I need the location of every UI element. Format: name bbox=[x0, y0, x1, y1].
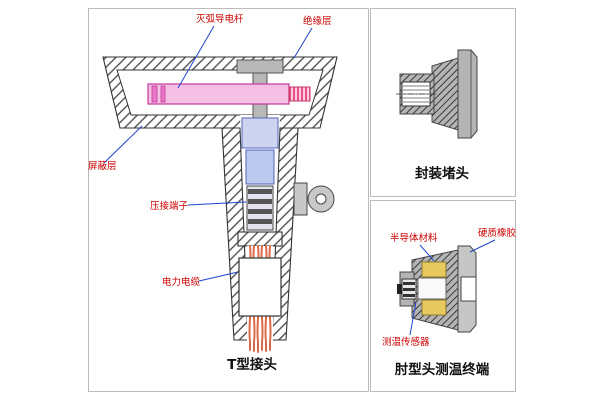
label-power-cable: 电力电缆 bbox=[162, 276, 201, 288]
t-joint-drawing bbox=[102, 56, 338, 353]
leader-crimp bbox=[187, 201, 247, 206]
label-insulation: 绝缘层 bbox=[303, 15, 332, 27]
label-arc-rod: 灭弧导电杆 bbox=[196, 13, 244, 25]
rod-end-mark bbox=[151, 85, 158, 103]
leader-insulation bbox=[293, 27, 313, 59]
top-plug-bar bbox=[236, 59, 284, 74]
t-joint-leaders bbox=[103, 25, 313, 282]
plug-flange bbox=[457, 49, 478, 139]
panel-border bbox=[370, 200, 516, 392]
conductive-rod bbox=[147, 83, 290, 105]
fitting-lower bbox=[245, 149, 275, 185]
label-temp-sensor: 测温传感器 bbox=[382, 336, 430, 348]
plug-caption: 封装堵头 bbox=[415, 165, 469, 182]
plug-thread-hole bbox=[396, 81, 438, 107]
semiconductor-block-top bbox=[421, 261, 447, 278]
elbow-drawing bbox=[397, 245, 477, 333]
label-shield: 屏蔽层 bbox=[88, 160, 117, 172]
leader-shield bbox=[103, 125, 143, 164]
elbow-cavity bbox=[417, 277, 447, 300]
elbow-caption: 肘型头测温终端 bbox=[395, 361, 490, 378]
panel-border bbox=[88, 8, 369, 392]
elbow-leaders bbox=[409, 239, 496, 336]
t-joint-caption: T型接头 bbox=[227, 356, 277, 373]
flange-slot bbox=[460, 276, 477, 302]
elbow-panel: 半导体材料 硬质橡胶 测温传感器 肘型头测温终端 bbox=[370, 200, 517, 392]
temp-sensor bbox=[397, 278, 417, 300]
label-crimp-terminal: 压接端子 bbox=[150, 200, 189, 212]
collar bbox=[237, 231, 283, 247]
semiconductor-block-bottom bbox=[421, 299, 447, 316]
leader-hard-rubber bbox=[469, 239, 496, 253]
leader-arc-rod bbox=[177, 25, 215, 89]
label-semiconductor: 半导体材料 bbox=[390, 232, 438, 244]
leader-temp-sensor bbox=[409, 301, 417, 336]
plug-panel: 封装堵头 bbox=[370, 8, 516, 197]
pulling-eye bbox=[293, 182, 335, 216]
rod-threaded-tip bbox=[288, 86, 311, 102]
t-joint-panel: 灭弧导电杆 绝缘层 屏蔽层 压接端子 电力电缆 T型接头 bbox=[88, 8, 369, 392]
leader-cable bbox=[198, 271, 239, 282]
cable-jacket-box bbox=[238, 257, 282, 317]
rod-end-mark bbox=[160, 85, 166, 103]
fitting-upper bbox=[241, 117, 279, 149]
panel-border bbox=[370, 8, 516, 197]
label-hard-rubber: 硬质橡胶 bbox=[478, 227, 517, 239]
crimp-terminal bbox=[246, 185, 274, 231]
plug-drawing bbox=[396, 49, 478, 139]
leader-semiconductor bbox=[419, 244, 435, 262]
